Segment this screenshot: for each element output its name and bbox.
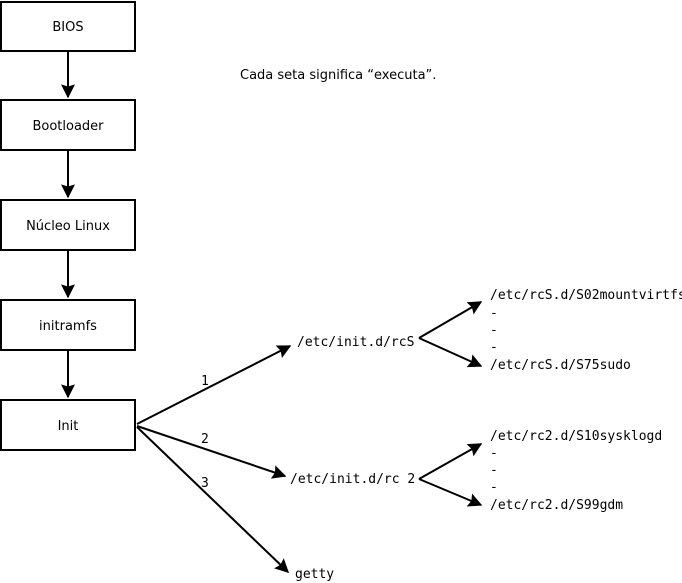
arrow-rcS-to-first-script bbox=[418, 301, 483, 339]
initramfs-label: initramfs bbox=[39, 319, 97, 334]
flow-box-init: Init bbox=[0, 399, 136, 451]
bios-box bbox=[0, 1, 136, 52]
arrow-rc2-to-last-script bbox=[418, 478, 483, 507]
rc2-ellipsis-dash: - bbox=[490, 463, 498, 478]
rcS-ellipsis-dash: - bbox=[490, 306, 498, 321]
flow-box-bootloader: Bootloader bbox=[0, 99, 136, 151]
bootloader-label: Bootloader bbox=[32, 119, 104, 134]
arrow-init-to-rc2 bbox=[136, 425, 287, 479]
arrow-init-to-rcS bbox=[136, 345, 292, 425]
flow-box-bios: BIOS bbox=[0, 1, 136, 52]
kernel-label: Núcleo Linux bbox=[26, 219, 110, 234]
rcS-ellipsis-dash: - bbox=[490, 323, 498, 338]
bios-label: BIOS bbox=[52, 20, 83, 35]
branch-number-3: 3 bbox=[201, 476, 209, 491]
kernel-box bbox=[0, 199, 136, 251]
init-label: Init bbox=[58, 419, 79, 434]
rc2-ellipsis-dash: - bbox=[490, 446, 498, 461]
target-rc2-label: /etc/init.d/rc 2 bbox=[290, 472, 415, 487]
flow-box-initramfs: initramfs bbox=[0, 299, 136, 351]
bootloader-box bbox=[0, 99, 136, 151]
arrow-legend-note: Cada seta significa “executa”. bbox=[240, 68, 436, 83]
init-box bbox=[0, 399, 136, 451]
flow-box-kernel: Núcleo Linux bbox=[0, 199, 136, 251]
rc2-ellipsis-dash: - bbox=[490, 480, 498, 495]
rcS-first-script-label: /etc/rcS.d/S02mountvirtfs bbox=[490, 288, 682, 303]
arrow-rc2-to-first-script bbox=[418, 443, 483, 480]
arrow-rcS-to-last-script bbox=[418, 337, 483, 368]
rc2-last-script-label: /etc/rc2.d/S99gdm bbox=[490, 498, 623, 513]
target-getty-label: getty bbox=[295, 567, 334, 582]
branch-number-1: 1 bbox=[201, 374, 209, 389]
rcS-last-script-label: /etc/rcS.d/S75sudo bbox=[490, 358, 631, 373]
arrow-init-to-getty bbox=[136, 426, 290, 573]
branch-number-2: 2 bbox=[201, 432, 209, 447]
rc2-first-script-label: /etc/rc2.d/S10sysklogd bbox=[490, 429, 662, 444]
rcS-ellipsis-dash: - bbox=[490, 340, 498, 355]
target-rcS-label: /etc/init.d/rcS bbox=[297, 335, 414, 350]
